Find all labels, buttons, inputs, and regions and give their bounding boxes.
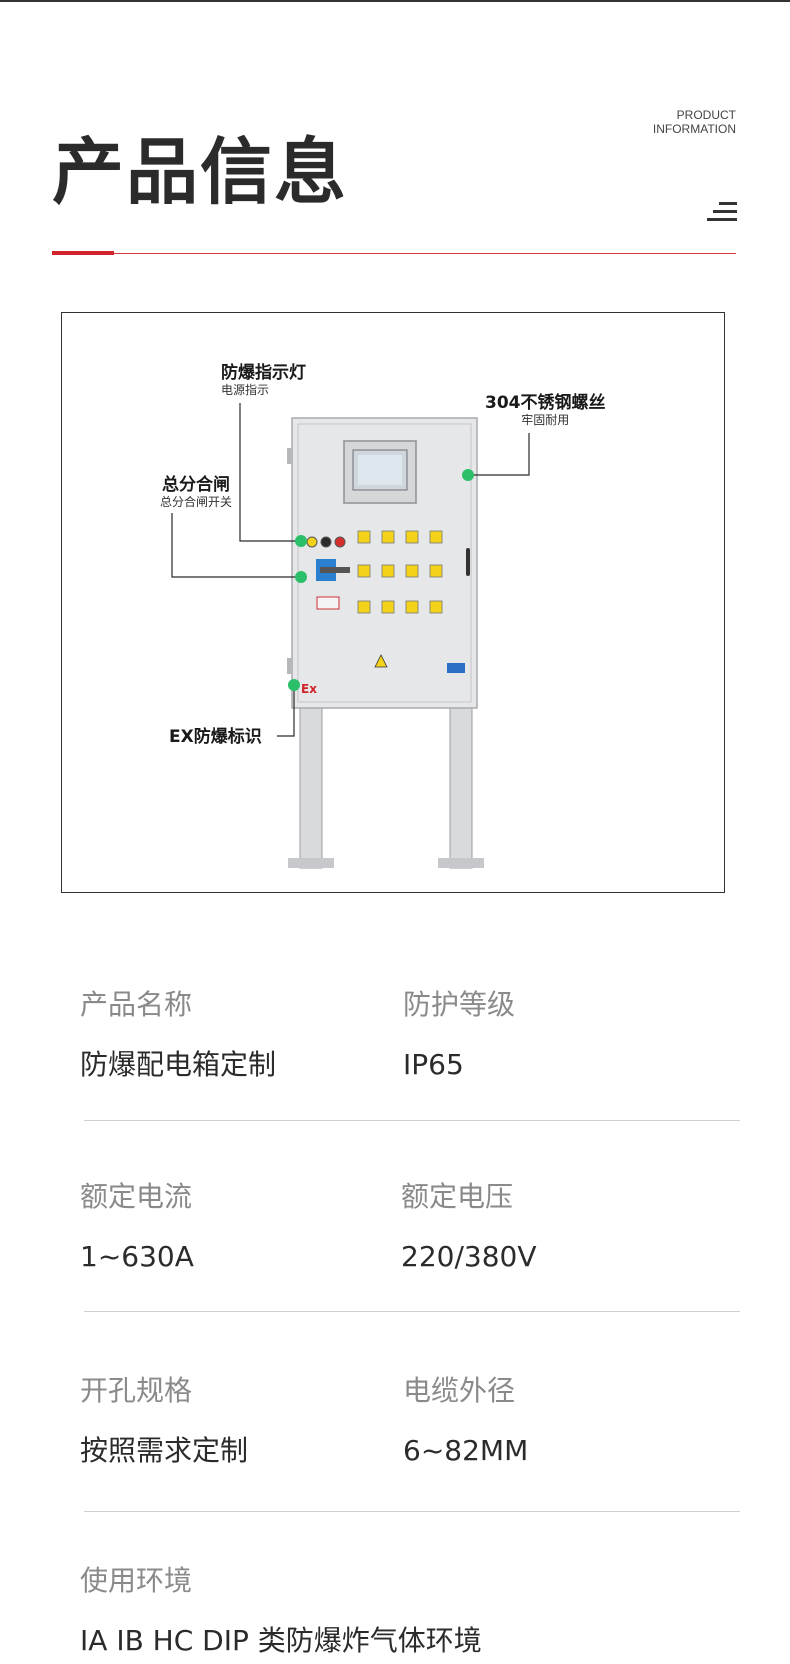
title-divider-accent bbox=[52, 251, 114, 255]
spec-value-product-name: 防爆配电箱定制 bbox=[80, 1048, 277, 1081]
callout-stainless-screws: 304不锈钢螺丝 牢固耐用 bbox=[485, 393, 606, 427]
switch-grid bbox=[357, 530, 443, 614]
subtitle-line-2: INFORMATION bbox=[652, 122, 736, 136]
spec-label-opening: 开孔规格 bbox=[80, 1374, 193, 1407]
spec-value-environment: IA IB HC DIP 类防爆炸气体环境 bbox=[80, 1624, 482, 1657]
spec-label-environment: 使用环境 bbox=[80, 1564, 193, 1597]
spec-value-current: 1~630A bbox=[80, 1240, 194, 1273]
spec-divider bbox=[84, 1511, 740, 1512]
product-photo: 防爆指示灯 电源指示 304不锈钢螺丝 牢固耐用 总分合闸 总分合闸开关 EX防… bbox=[61, 312, 725, 893]
spec-value-voltage: 220/380V bbox=[401, 1240, 537, 1273]
ex-logo: Ex bbox=[301, 682, 317, 696]
callout-main-breaker: 总分合闸 总分合闸开关 bbox=[160, 475, 233, 509]
spec-label-cable: 电缆外径 bbox=[403, 1374, 516, 1407]
spec-label-protection: 防护等级 bbox=[403, 988, 516, 1021]
spec-divider bbox=[84, 1311, 740, 1312]
menu-icon[interactable] bbox=[707, 202, 737, 222]
spec-label-voltage: 额定电压 bbox=[401, 1180, 514, 1213]
cabinet-illustration bbox=[171, 403, 530, 869]
spec-label-current: 额定电流 bbox=[80, 1180, 193, 1213]
page-title: 产品信息 bbox=[52, 130, 349, 214]
spec-divider bbox=[84, 1120, 740, 1121]
section-subtitle: PRODUCT INFORMATION bbox=[653, 108, 736, 136]
callout-ex-mark: EX防爆标识 bbox=[169, 727, 262, 747]
callout-indicator-light: 防爆指示灯 电源指示 bbox=[221, 363, 306, 397]
subtitle-line-1: PRODUCT bbox=[676, 108, 736, 122]
spec-value-opening: 按照需求定制 bbox=[80, 1434, 249, 1467]
spec-value-protection: IP65 bbox=[403, 1048, 464, 1081]
top-border bbox=[0, 0, 790, 2]
spec-value-cable: 6~82MM bbox=[403, 1434, 529, 1467]
title-divider bbox=[52, 253, 736, 254]
spec-label-product-name: 产品名称 bbox=[80, 988, 193, 1021]
